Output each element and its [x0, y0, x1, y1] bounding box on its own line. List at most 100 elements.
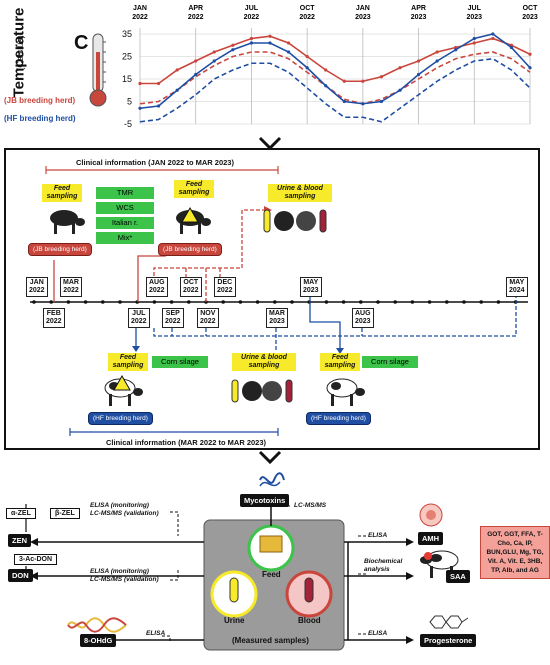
series-line: [139, 51, 531, 105]
cow-icon-2: [176, 206, 211, 234]
clinical-info-top: Clinical information (JAN 2022 to MAR 20…: [76, 158, 234, 167]
year-tick-label: 2022: [132, 14, 148, 21]
urine-blood-label-2: Urine & blood sampling: [232, 353, 296, 371]
y-tick-label: -5: [124, 119, 132, 129]
data-point: [212, 59, 216, 63]
mycotoxins-label: Mycotoxins: [240, 494, 290, 507]
blood-tube-icon: [304, 577, 314, 603]
data-point: [286, 50, 291, 54]
month-tick-label: JAN: [356, 5, 370, 12]
year-tick-label: 2023: [411, 14, 427, 21]
jb-connector: [137, 255, 166, 302]
urine-blood-label-1: Urine & blood sampling: [268, 184, 332, 202]
sample-tubes-icon-2: [231, 379, 293, 403]
corn-silage-2: Corn silage: [362, 356, 418, 368]
arrowhead: [132, 346, 140, 352]
data-point: [472, 36, 476, 41]
timeline-tick: [66, 300, 71, 304]
timeline-tick: [255, 300, 260, 304]
zen-tag: ZEN: [8, 534, 31, 547]
jb-herd-tag-1: (JB breeding herd): [28, 243, 92, 256]
feed-sampling-label-3: Feed sampling: [108, 353, 148, 371]
series-line: [140, 35, 531, 85]
sample-tubes-icon-1: [263, 209, 327, 233]
timeline-tick: [273, 300, 277, 304]
timeline-tick: [290, 300, 294, 304]
feed-type-mix: Mix*: [96, 232, 154, 244]
data-point: [194, 59, 198, 63]
amh-tag: AMH: [418, 532, 444, 545]
alpha-zel-box: α-ZEL: [6, 508, 36, 519]
data-point: [454, 45, 458, 50]
hf-herd-tag-2: (HF breeding herd): [306, 412, 371, 425]
clinical-info-bottom: Clinical information (MAR 2022 to MAR 20…: [106, 438, 267, 447]
ovary-icon: [419, 503, 443, 527]
feed-type-italian: Italian r.: [96, 217, 154, 229]
data-point: [379, 75, 384, 79]
elisa-amh: ELISA: [368, 532, 388, 539]
timeline-tick: [187, 300, 191, 304]
month-tick-label: APR: [188, 5, 203, 12]
data-point: [416, 59, 421, 63]
data-point: [138, 81, 142, 86]
jb-herd-tag-2: (JB breeding herd): [158, 243, 222, 256]
data-point: [231, 48, 235, 52]
timeline-tick: [462, 300, 466, 304]
year-tick-label: 2022: [244, 14, 260, 21]
chart-subtitle: (Celsius): [14, 35, 25, 71]
timeline-panel: Clinical information (JAN 2022 to MAR 20…: [4, 148, 540, 450]
biochem-list-box: GOT, GGT, FFA, T-Cho, Ca, IP, BUN,GLU, M…: [480, 526, 550, 579]
temperature-chart: 3525155-5JAN2022APR2022JUL2022OCT2022JAN…: [122, 5, 538, 129]
blood-label: Blood: [298, 616, 321, 625]
data-point: [398, 88, 402, 92]
mycotoxin-icon: [259, 472, 285, 487]
analysis-svg: [25, 504, 414, 651]
data-point: [156, 81, 161, 86]
ac-don-box: 3-Ac-DON: [14, 554, 58, 565]
cow-icon-4: [326, 378, 365, 406]
cow-icon-3: [104, 374, 143, 406]
y-tick-label: 25: [122, 52, 132, 62]
data-point: [416, 72, 421, 77]
cow-icon-5: [420, 550, 459, 578]
year-tick-label: 2022: [188, 14, 204, 21]
timeline-tick: [118, 300, 122, 304]
data-point: [268, 34, 272, 38]
measured-samples-label: (Measured samples): [232, 636, 309, 645]
series-line: [139, 33, 531, 110]
data-point: [528, 52, 532, 56]
month-tick-label: APR: [411, 5, 426, 12]
data-point: [379, 99, 384, 104]
data-point: [528, 66, 532, 70]
month-tick-label: JUL: [245, 5, 259, 12]
timeline-tick: [238, 300, 243, 304]
don-methods: ELISA (monitoring) LC-MS/MS (validation): [90, 568, 159, 583]
data-point: [156, 104, 161, 108]
hf-connector-dashed: [153, 290, 517, 337]
hay-icon: [259, 535, 283, 553]
year-tick-label: 2023: [466, 14, 482, 21]
series-line: [139, 57, 531, 123]
data-point: [491, 36, 495, 41]
legend-hf: (HF breeding herd): [4, 114, 76, 123]
data-point: [175, 68, 179, 72]
data-point: [398, 66, 402, 70]
data-point: [249, 36, 254, 41]
month-tick-label: JUL: [468, 5, 482, 12]
zen-methods: ELISA (monitoring) LC-MS/MS (validation): [90, 502, 159, 517]
data-point: [454, 48, 458, 52]
elisa-progesterone: ELISA: [368, 630, 388, 637]
month-tick-label: OCT: [300, 5, 316, 12]
data-point: [305, 54, 309, 59]
urine-label: Urine: [224, 616, 245, 625]
y-tick-label: 15: [122, 74, 132, 84]
year-tick-label: 2023: [522, 14, 538, 21]
y-tick-label: 5: [127, 97, 132, 107]
data-point: [268, 41, 272, 45]
progesterone-tag: Progesterone: [420, 634, 477, 647]
data-point: [509, 45, 514, 50]
